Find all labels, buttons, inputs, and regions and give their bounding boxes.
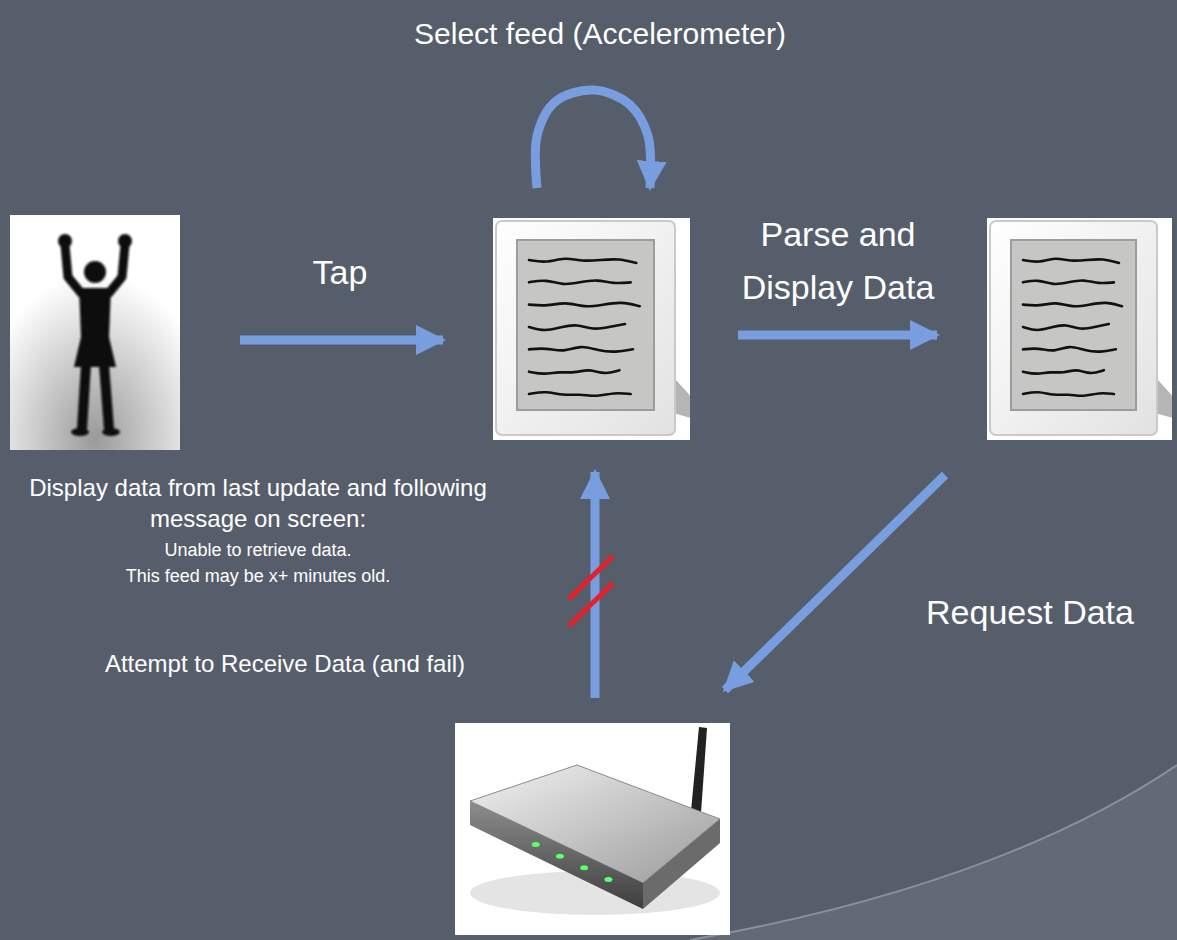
- person-silhouette: [58, 234, 132, 436]
- screen-scribble: [529, 370, 619, 374]
- photo-ground: [987, 218, 1172, 440]
- tablet-screen: [1011, 240, 1136, 410]
- tablet-device-art: [987, 218, 1172, 440]
- tablet-frame: [990, 221, 1157, 435]
- router-led: [532, 842, 540, 847]
- broken-link-mark: [569, 556, 613, 626]
- router-led: [604, 877, 612, 882]
- tablet-device: [493, 218, 690, 440]
- photo-ground: [10, 215, 180, 450]
- screen-scribble: [1023, 281, 1114, 284]
- flow-arrow: [725, 475, 945, 690]
- tablet-screen: [517, 240, 654, 410]
- tablet-device: [987, 218, 1172, 440]
- tablet-frame: [496, 221, 675, 435]
- screen-scribble: [529, 392, 631, 396]
- edge-label: Request Data: [926, 592, 1134, 633]
- screen-scribble: [1023, 392, 1114, 396]
- screen-scribble: [529, 347, 633, 352]
- person-photo: [10, 215, 180, 450]
- screen-scribble: [529, 303, 640, 306]
- screen-scribble: [1023, 324, 1109, 330]
- wireless-router-art: [455, 723, 730, 935]
- note-text: Display data from last update and follow…: [18, 472, 498, 534]
- tablet-device-art: [493, 218, 690, 440]
- router-side: [643, 819, 720, 909]
- flow-arrow: [240, 336, 443, 345]
- edge-label: Parse and Display Data: [713, 208, 963, 313]
- screen-scribble: [1023, 347, 1116, 352]
- screen-scribble: [1023, 259, 1119, 263]
- router-led: [580, 865, 588, 870]
- tablet-stand: [1156, 378, 1172, 418]
- edge-label: Tap: [313, 252, 368, 293]
- wireless-router: [455, 723, 730, 935]
- screen-scribble: [529, 324, 625, 330]
- router-led: [556, 854, 564, 859]
- red-slash: [569, 583, 613, 626]
- loop-arrow: [535, 90, 650, 188]
- photo-ground: [455, 723, 730, 935]
- screen-scribble: [1023, 370, 1104, 374]
- router-front: [470, 801, 643, 909]
- flow-arrow: [738, 331, 937, 340]
- screen-scribble: [529, 259, 636, 263]
- screen-message: Unable to retrieve data.: [164, 540, 351, 562]
- screen-scribble: [1023, 303, 1122, 306]
- tablet-stand: [674, 378, 690, 418]
- decor-swoosh-edge: [690, 765, 1177, 940]
- decor-swoosh: [690, 765, 1177, 940]
- edge-label: Select feed (Accelerometer): [414, 16, 786, 52]
- screen-scribble: [529, 281, 631, 284]
- router-antenna: [691, 727, 707, 813]
- flow-arrow: [591, 472, 600, 698]
- screen-message: This feed may be x+ minutes old.: [126, 566, 391, 588]
- photo-ground: [493, 218, 690, 440]
- person-photo-art: [10, 215, 180, 450]
- edge-label: Attempt to Receive Data (and fail): [105, 650, 465, 679]
